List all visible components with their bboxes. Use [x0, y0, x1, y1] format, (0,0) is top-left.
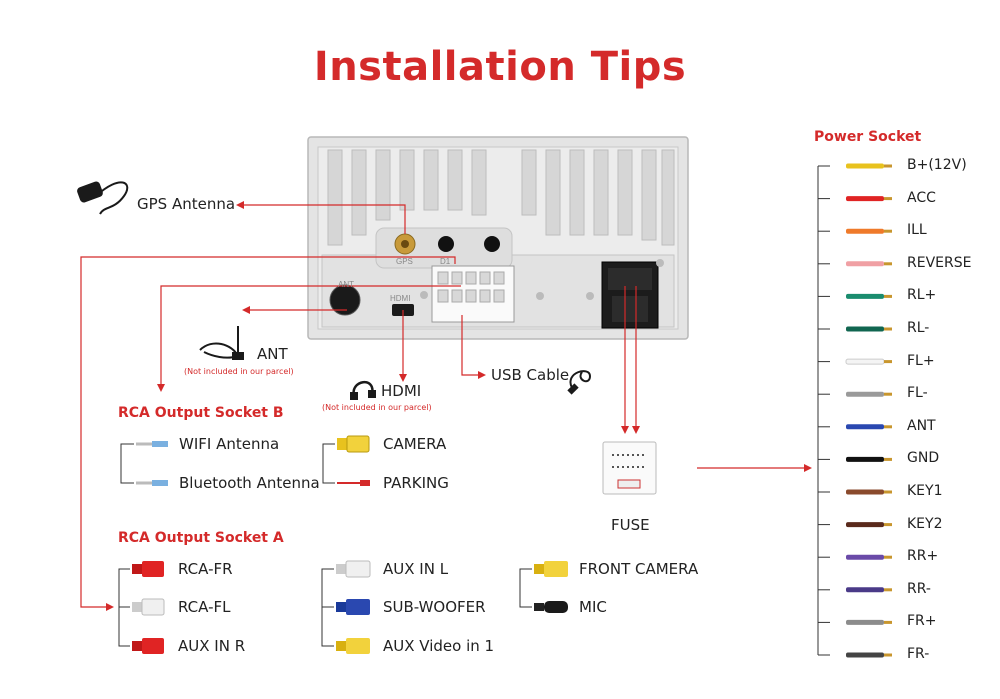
power-wire-tip-key2 — [884, 523, 892, 527]
mic-label: MIC — [579, 598, 607, 616]
power-wire-ant — [846, 424, 884, 430]
aux-in-l-connector — [336, 560, 371, 578]
power-wire-tip-ant — [884, 425, 892, 429]
rca-fr-label: RCA-FR — [178, 560, 233, 578]
ant-port-label: ANT — [338, 280, 354, 289]
aux-video-in-1-connector — [336, 638, 370, 654]
power-label-reverse: REVERSE — [907, 254, 972, 271]
connector-lines — [80, 201, 812, 611]
gps-port-label: GPS — [396, 257, 413, 266]
power-label-fl: FL- — [907, 385, 928, 402]
front-camera-label: FRONT CAMERA — [579, 560, 699, 578]
power-wire-rl — [846, 326, 884, 332]
camera-label: CAMERA — [383, 435, 447, 453]
aux-video-in-1-label: AUX Video in 1 — [383, 637, 495, 655]
d1-port-label: D1 — [440, 257, 451, 266]
hdmi-cable-icon — [350, 381, 376, 400]
fuse-label: FUSE — [611, 516, 650, 534]
power-label-b-12v: B+(12V) — [907, 157, 967, 173]
power-wire-fr — [846, 619, 884, 625]
power-wire-tip-fr — [884, 653, 892, 657]
sub-woofer-connector — [336, 599, 370, 615]
aux-in-l-label: AUX IN L — [383, 560, 449, 578]
parking-connector — [337, 480, 370, 486]
power-socket-wires — [817, 163, 892, 658]
power-wire-key1 — [846, 489, 884, 495]
power-label-key1: KEY1 — [907, 483, 943, 499]
power-wire-tip-fl — [884, 360, 892, 364]
power-wire-tip-rl — [884, 327, 892, 331]
hdmi-label: HDMI — [381, 382, 422, 400]
power-label-ant: ANT — [907, 417, 936, 434]
rca-b-brackets — [120, 443, 335, 484]
power-wire-tip-fr — [884, 620, 892, 624]
power-wire-tip-b-12v — [884, 164, 892, 168]
gps-antenna-label: GPS Antenna — [137, 195, 236, 213]
bluetooth-antenna-connector — [136, 480, 168, 486]
power-wire-rr — [846, 587, 884, 593]
aux-in-r-connector — [132, 638, 164, 654]
power-wire-reverse — [846, 261, 884, 267]
ant-label: ANT — [257, 345, 288, 363]
hdmi-port-label: HDMI — [390, 294, 411, 303]
parking-label: PARKING — [383, 474, 449, 492]
power-socket-title: Power Socket — [814, 129, 922, 145]
power-wire-tip-acc — [884, 197, 892, 201]
ant-cable-icon — [199, 326, 244, 360]
power-wire-fl — [846, 391, 884, 397]
power-label-key2: KEY2 — [907, 515, 943, 532]
rca-a-brackets — [118, 568, 532, 647]
power-wire-acc — [846, 196, 884, 202]
aux-in-r-label: AUX IN R — [178, 637, 246, 655]
power-wire-tip-rr — [884, 588, 892, 592]
power-label-rl: RL+ — [907, 287, 937, 304]
power-wire-rl — [846, 293, 884, 299]
gps-antenna-icon — [77, 181, 129, 215]
power-label-fr: FR- — [907, 646, 930, 662]
usb-cable-label: USB Cable — [491, 366, 570, 384]
power-wire-tip-rr — [884, 555, 892, 559]
power-wire-ill — [846, 228, 884, 234]
power-label-rr: RR- — [907, 580, 931, 597]
power-wire-tip-rl — [884, 294, 892, 298]
power-wire-gnd — [846, 456, 884, 462]
power-wire-tip-ill — [884, 229, 892, 233]
hdmi-note: (Not included in our parcel) — [322, 403, 432, 412]
usb-cable-icon — [567, 370, 592, 395]
fuse-box — [602, 441, 657, 495]
rca-fl-label: RCA-FL — [178, 598, 231, 616]
power-wire-fr — [846, 652, 884, 658]
power-wire-key2 — [846, 522, 884, 528]
bluetooth-antenna-label: Bluetooth Antenna — [179, 474, 320, 492]
mic-connector — [534, 601, 568, 613]
rca-a-title: RCA Output Socket A — [118, 530, 284, 546]
power-wire-tip-key1 — [884, 490, 892, 494]
page-title: Installation Tips — [313, 44, 687, 90]
head-unit-rear-panel — [307, 136, 689, 340]
wifi-antenna-connector — [136, 441, 168, 447]
power-label-ill: ILL — [907, 222, 927, 239]
power-wire-fl — [845, 358, 885, 365]
power-label-gnd: GND — [907, 450, 940, 467]
ant-note: (Not included in our parcel) — [184, 367, 294, 376]
power-label-rl: RL- — [907, 320, 930, 336]
camera-connector — [337, 435, 370, 453]
power-wire-tip-reverse — [884, 262, 892, 266]
rca-fr-connector — [132, 561, 164, 577]
wifi-antenna-label: WIFI Antenna — [179, 435, 280, 453]
front-camera-connector — [534, 561, 568, 577]
power-label-rr: RR+ — [907, 548, 939, 565]
power-label-acc: ACC — [907, 189, 936, 206]
sub-woofer-label: SUB-WOOFER — [383, 598, 486, 616]
power-wire-tip-fl — [884, 392, 892, 396]
power-wire-rr — [846, 554, 884, 560]
rca-fl-connector — [132, 598, 165, 616]
rca-b-title: RCA Output Socket B — [118, 405, 284, 421]
power-wire-tip-gnd — [884, 457, 892, 461]
power-label-fl: FL+ — [907, 352, 935, 369]
power-label-fr: FR+ — [907, 613, 937, 630]
power-wire-b-12v — [846, 163, 884, 169]
